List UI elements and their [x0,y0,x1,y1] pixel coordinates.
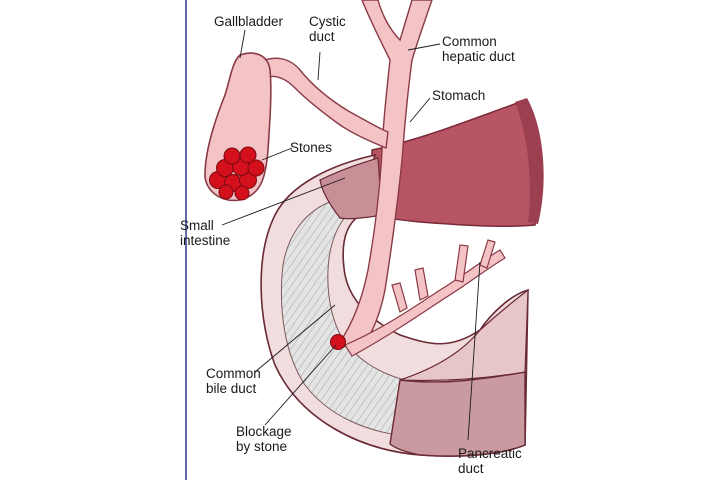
label-common-bile-duct-line2: bile duct [206,381,257,396]
leader-lines [221,29,481,441]
label-common-hepatic-duct: Common hepatic duct [442,34,515,64]
label-stones-text: Stones [290,140,333,155]
label-gallbladder-text: Gallbladder [214,14,284,29]
label-blockage-by-stone-line1: Blockage [236,424,292,439]
label-common-bile-duct: Common bile duct [206,366,261,396]
intestine-lower-section [389,371,526,457]
label-pancreatic-duct-line1: Pancreatic [458,446,522,461]
gallstone-cluster-icon [209,146,265,201]
pancreatic-duct [344,239,506,357]
label-stomach-text: Stomach [432,88,486,103]
label-blockage-by-stone-line2: by stone [236,439,288,454]
label-common-hepatic-duct-line1: Common [442,34,497,49]
label-blockage-by-stone: Blockage by stone [236,424,292,454]
label-gallbladder: Gallbladder [214,14,283,29]
label-small-intestine-line2: intestine [180,233,231,248]
common-hepatic-duct [336,0,433,351]
cystic-duct [259,57,389,150]
label-pancreatic-duct-line2: duct [458,461,484,476]
blocking-stone-icon [330,334,346,350]
intestine-upper-band [319,157,383,220]
label-small-intestine-line1: Small [180,218,214,233]
label-cystic-duct: Cystic duct [309,14,346,44]
stomach-shading [515,98,544,224]
label-cystic-duct-line2: duct [309,29,335,44]
label-stomach: Stomach [432,88,485,103]
pancreas-region [399,288,529,382]
label-stones: Stones [290,140,332,155]
label-cystic-duct-line1: Cystic [309,14,346,29]
label-common-hepatic-duct-line2: hepatic duct [442,49,515,64]
label-common-bile-duct-line1: Common [206,366,261,381]
label-pancreatic-duct: Pancreatic duct [458,446,522,476]
label-small-intestine: Small intestine [180,218,230,248]
